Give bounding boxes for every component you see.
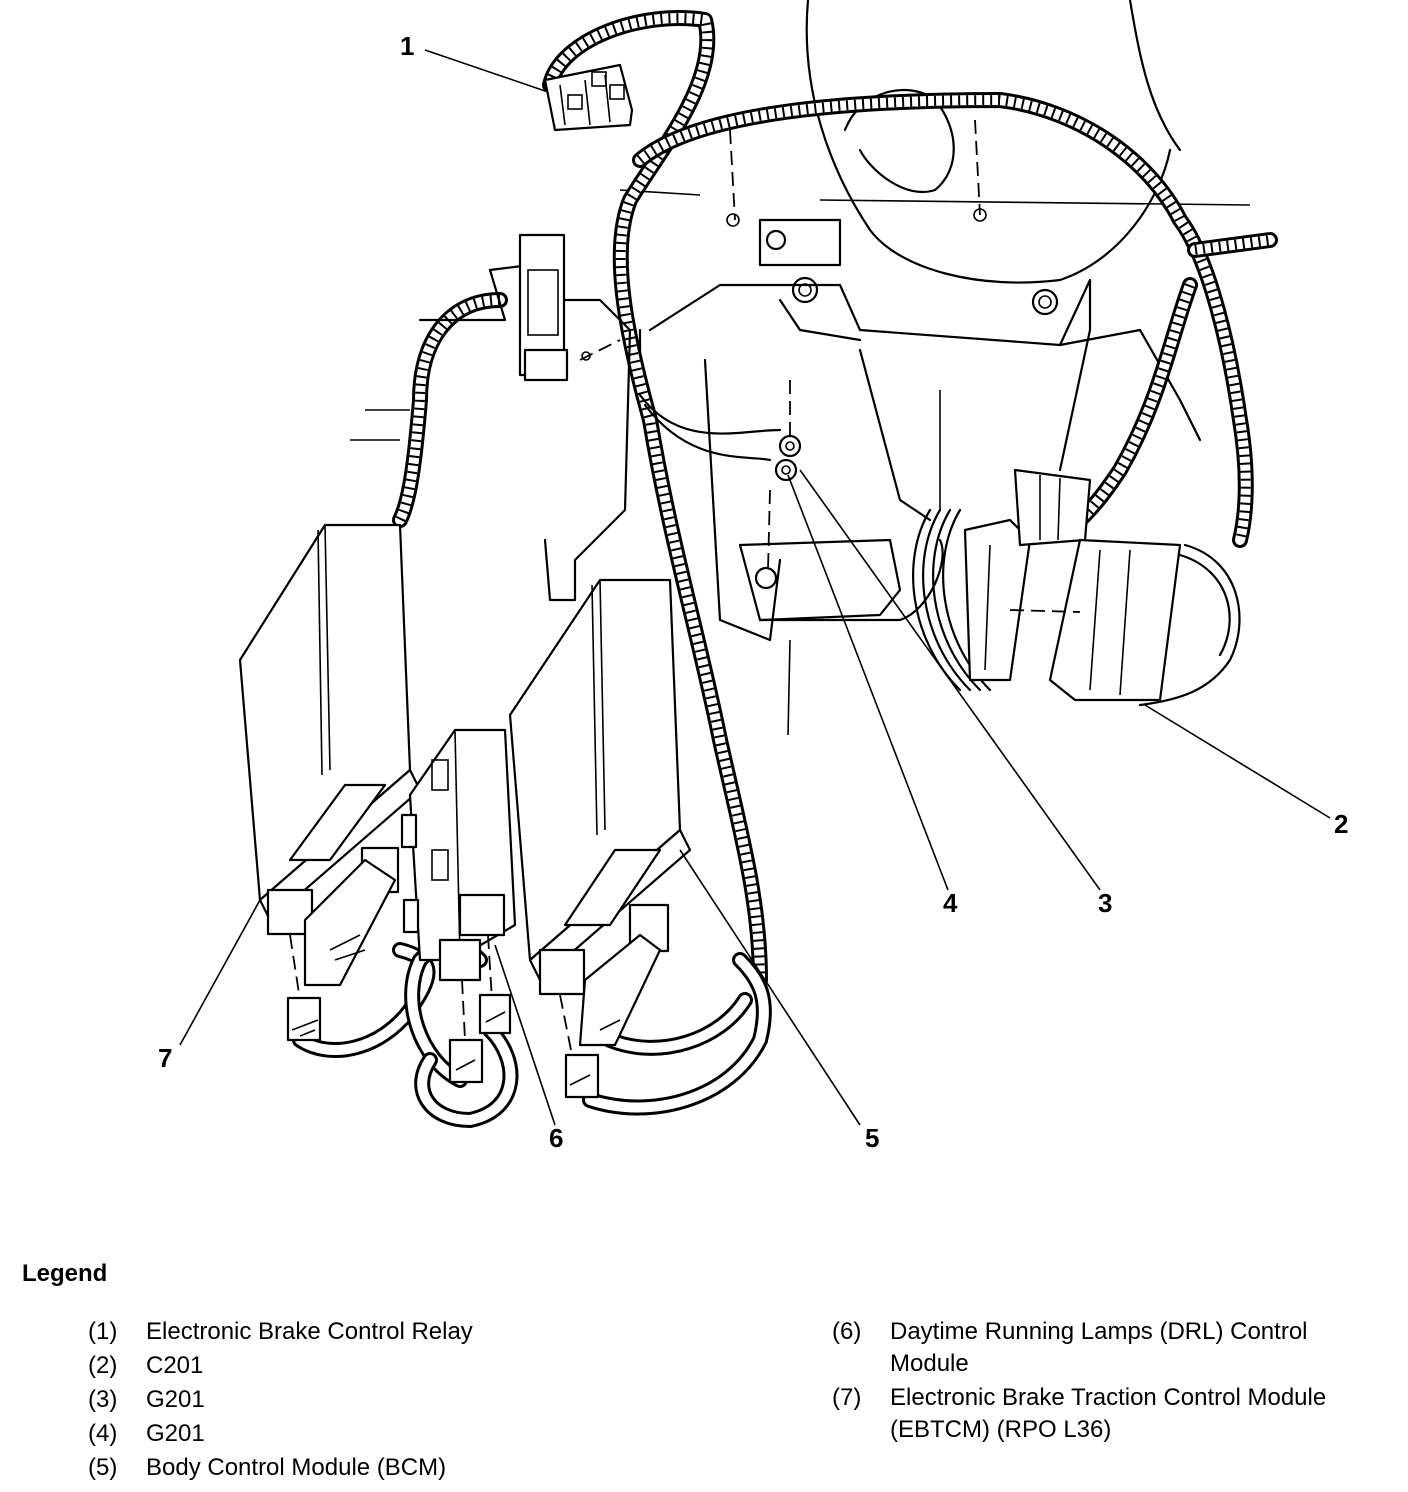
legend-column-left: (1) Electronic Brake Control Relay (2) C…	[88, 1316, 788, 1486]
legend-item-number: (3)	[88, 1386, 118, 1413]
callout-6: 6	[549, 1123, 563, 1153]
electronic-brake-control-relay	[543, 63, 634, 132]
legend-item: (3) G201	[88, 1384, 788, 1416]
c201-connector	[912, 390, 1241, 707]
ebtcm-module	[238, 523, 422, 1042]
legend-item-number: (6)	[832, 1318, 862, 1345]
legend-item-text: Daytime Running Lamps (DRL) Control Modu…	[890, 1318, 1308, 1377]
callout-7: 7	[158, 1043, 172, 1073]
dash-structure	[619, 0, 1251, 736]
legend: Legend (1) Electronic Brake Control Rela…	[22, 1260, 1392, 1481]
fastener-lines	[726, 119, 987, 571]
legend-item: (6) Daytime Running Lamps (DRL) Control …	[832, 1316, 1392, 1380]
callout-2: 2	[1334, 809, 1348, 839]
legend-title: Legend	[22, 1260, 108, 1287]
legend-item-number: (2)	[88, 1352, 118, 1379]
legend-item-text: G201	[146, 1386, 205, 1413]
legend-item: (5) Body Control Module (BCM)	[88, 1452, 788, 1484]
bcm-module	[508, 578, 692, 1099]
legend-item-number: (7)	[832, 1384, 862, 1411]
legend-item-number: (4)	[88, 1420, 118, 1447]
legend-item: (7) Electronic Brake Traction Control Mo…	[832, 1382, 1392, 1446]
legend-item-number: (5)	[88, 1454, 118, 1481]
callout-1: 1	[400, 31, 414, 61]
legend-item: (1) Electronic Brake Control Relay	[88, 1316, 788, 1348]
legend-item: (4) G201	[88, 1418, 788, 1450]
legend-item-text: Body Control Module (BCM)	[146, 1454, 447, 1481]
legend-item-text: Electronic Brake Traction Control Module…	[890, 1384, 1327, 1443]
callout-4: 4	[943, 888, 958, 918]
legend-item-text: G201	[146, 1420, 205, 1447]
legend-item-number: (1)	[88, 1318, 118, 1345]
legend-item-text: C201	[146, 1352, 204, 1379]
component-locator-diagram: 1 2 3 4 5 6 7	[158, 0, 1348, 1153]
legend-item: (2) C201	[88, 1350, 788, 1382]
callout-3: 3	[1098, 888, 1112, 918]
leader-lines	[179, 49, 1331, 1126]
drl-control-module	[400, 728, 517, 1084]
callout-5: 5	[865, 1123, 879, 1153]
legend-item-text: Electronic Brake Control Relay	[146, 1318, 473, 1345]
mounting-bracket	[350, 233, 632, 602]
legend-column-right: (6) Daytime Running Lamps (DRL) Control …	[832, 1316, 1392, 1448]
